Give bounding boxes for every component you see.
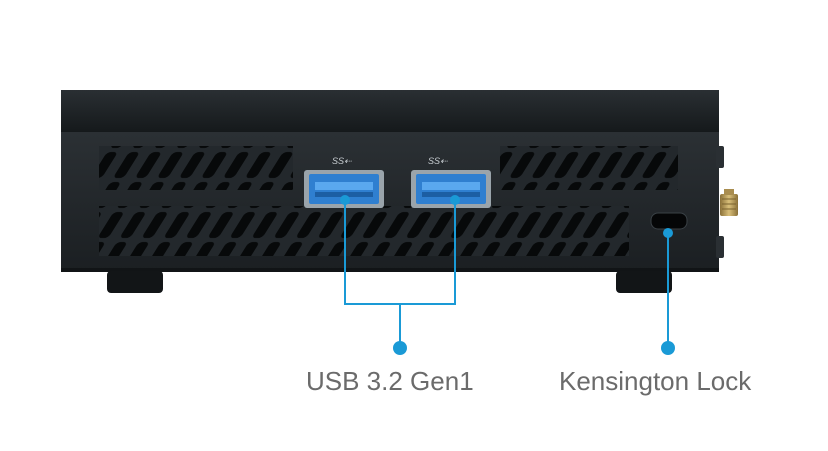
side-connector-upper: [716, 146, 724, 168]
side-connector-lower: [716, 236, 724, 258]
usb-callout-label: USB 3.2 Gen1: [306, 366, 474, 396]
usb-port-1: [304, 170, 384, 208]
usb-port-2: [411, 170, 491, 208]
foot-left: [107, 271, 163, 293]
vent-grille-upper-left: [99, 146, 293, 190]
kensington-slot-icon: [650, 212, 688, 230]
callout-dot: [450, 195, 460, 205]
kensington-callout-label: Kensington Lock: [559, 366, 752, 396]
callout-dot: [393, 341, 407, 355]
superspeed-usb-icon: SS⇠: [332, 156, 352, 166]
callout-dot: [340, 195, 350, 205]
callout-dot: [663, 228, 673, 238]
superspeed-usb-icon: SS⇠: [428, 156, 448, 166]
chassis-top: [61, 90, 719, 132]
vent-grille-lower: [99, 206, 629, 256]
usb-callout-lines: [344, 200, 456, 348]
vent-grille-upper-right: [500, 146, 678, 190]
antenna-connector-icon: [720, 189, 738, 216]
foot-right: [616, 271, 672, 293]
callout-dot: [661, 341, 675, 355]
